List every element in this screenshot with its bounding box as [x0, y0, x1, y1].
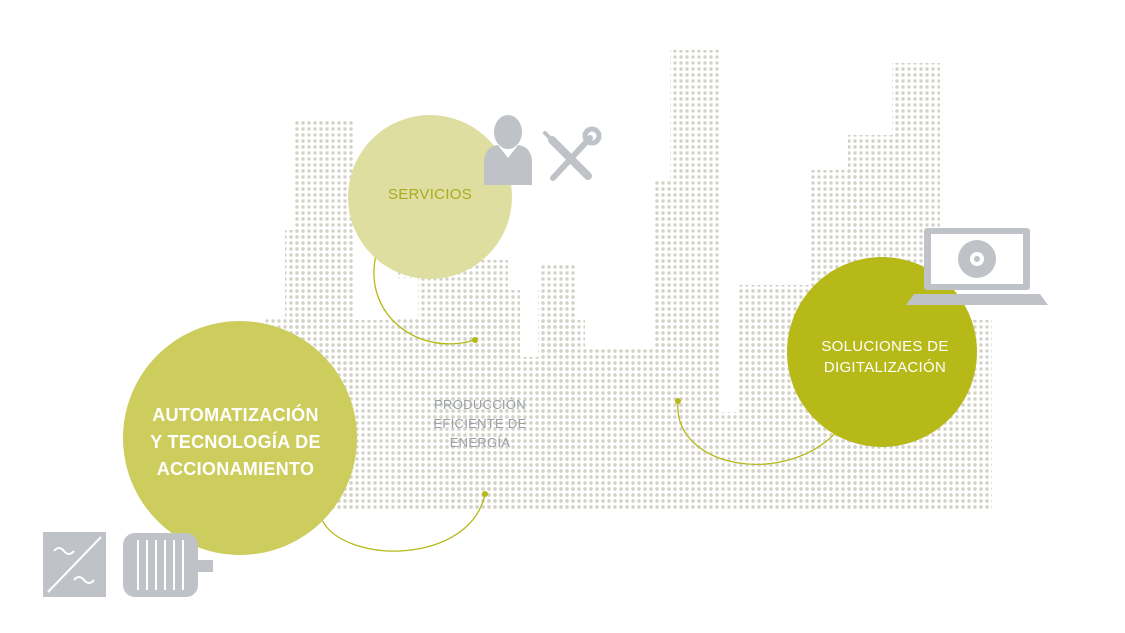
automatizacion-circle [123, 321, 357, 555]
laptop-disc-icon [906, 228, 1048, 305]
wrench-screwdriver-icon [543, 126, 602, 181]
produccion-line-3: ENERGÍA [449, 435, 511, 450]
servicios-label: SERVICIOS [350, 186, 510, 203]
automatizacion-line-2: Y TECNOLOGÍA DE [150, 432, 321, 452]
automatizacion-line-1: AUTOMATIZACIÓN [152, 405, 319, 425]
automatizacion-label: AUTOMATIZACIÓN Y TECNOLOGÍA DE ACCIONAMI… [128, 402, 343, 483]
connector-dots [472, 337, 681, 497]
automatizacion-line-3: ACCIONAMIENTO [156, 459, 315, 479]
digitalizacion-line-1: SOLUCIONES DE [821, 338, 949, 355]
digitalizacion-line-2: DIGITALIZACIÓN [823, 359, 947, 376]
connectors [321, 247, 841, 552]
servicios-circle [348, 115, 512, 279]
motor-icon [123, 533, 213, 597]
person-icon [484, 115, 532, 185]
skyline-gaps [398, 100, 738, 412]
produccion-label: PRODUCCIÓN EFICIENTE DE ENERGÍA [420, 395, 540, 452]
frequency-converter-icon [43, 532, 106, 597]
produccion-line-2: EFICIENTE DE [433, 416, 527, 431]
digitalizacion-label: SOLUCIONES DE DIGITALIZACIÓN [795, 336, 975, 378]
servicios-label-text: SERVICIOS [387, 186, 473, 203]
produccion-line-1: PRODUCCIÓN [434, 397, 526, 412]
